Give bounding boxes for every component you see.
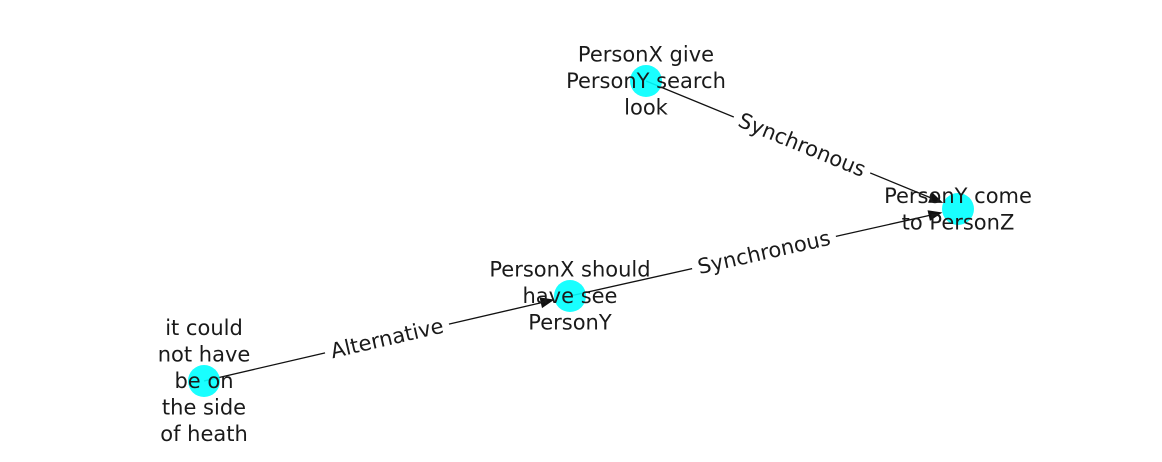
edge-label-background [322,311,452,366]
node-n2[interactable] [942,193,974,225]
node-label-line: it could [165,316,243,340]
node-label-line: PersonY search [566,69,726,93]
edge-label-background [728,105,876,185]
node-label-line: PersonY come [884,184,1032,208]
edge-label-text: Synchronous [735,108,869,182]
node-label-line: not have [158,343,251,367]
edge-label-text: Alternative [328,314,446,363]
edge-label-background [689,223,839,282]
node-label-line: the side [162,396,246,420]
node-label-line: to PersonZ [902,210,1015,234]
node-n4[interactable] [188,365,220,397]
nodes-layer [188,65,974,397]
node-label-line: look [624,96,669,120]
node-label-line: PersonY [528,311,612,335]
arrowhead-e3 [539,297,555,309]
node-n1[interactable] [630,65,662,97]
node-label-line: be on [174,369,233,393]
edge-label-e1: Synchronous [728,105,876,185]
node-label-line: PersonX give [578,43,714,67]
node-label-line: of heath [160,422,248,446]
arrowhead-e1 [928,192,944,203]
edge-label-e2: Synchronous [689,223,839,282]
arrowhead-e2 [927,210,943,221]
edge-label-e3: Alternative [322,311,452,366]
edge-label-text: Synchronous [695,226,832,279]
node-n3[interactable] [554,280,586,312]
node-label-line: have see [523,284,618,308]
node-label-line: PersonX should [489,258,650,282]
